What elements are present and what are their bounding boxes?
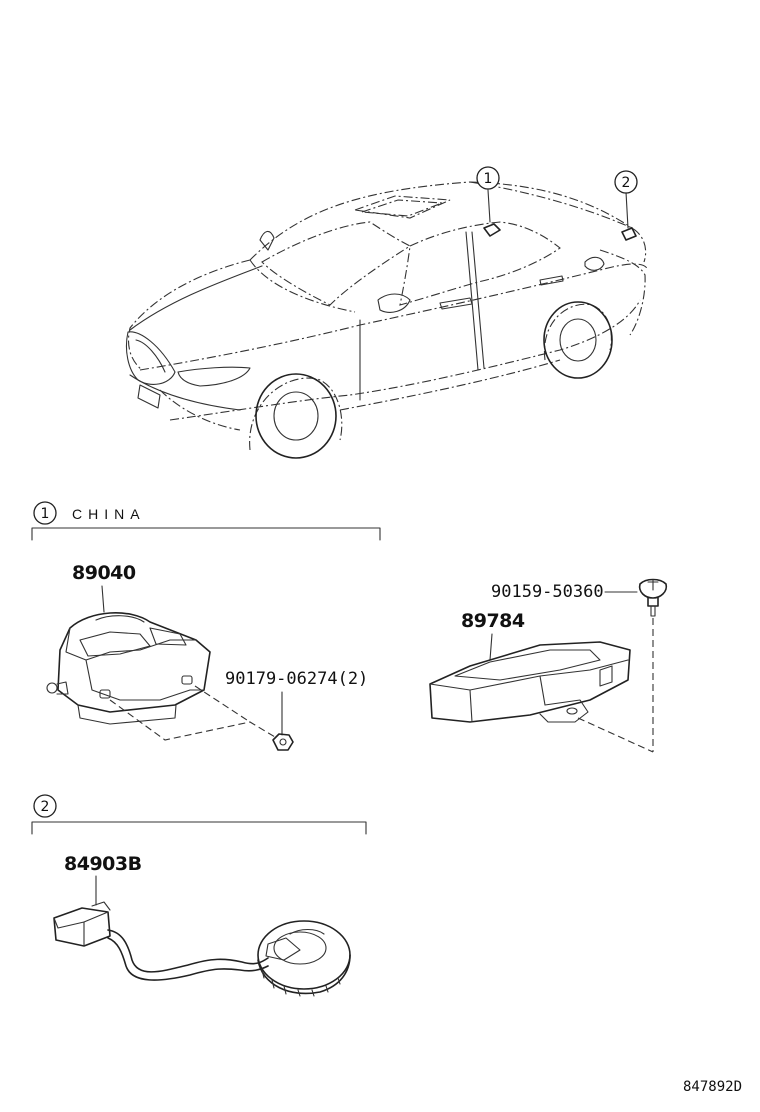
car-callout-2: 2 — [614, 170, 638, 194]
section-two-header: 2 — [31, 794, 367, 835]
svg-text:2: 2 — [41, 799, 50, 815]
module-89784: 89784 — [429, 610, 654, 753]
bolt-90159-50360: 90159-50360 — [491, 578, 668, 752]
svg-text:1: 1 — [41, 506, 50, 522]
harness-84903B: 84903B — [53, 853, 351, 997]
part-number-90179-06274: 90179-06274(2) — [225, 669, 368, 689]
car-illustration — [125, 181, 649, 459]
front-wheel — [249, 373, 343, 459]
nut-90179-06274: 90179-06274(2) — [225, 669, 368, 751]
part-number-84903B: 84903B — [64, 853, 142, 875]
diagram-reference-code: 847892D — [683, 1079, 742, 1095]
rear-wheel — [543, 301, 613, 379]
svg-text:1: 1 — [484, 171, 493, 187]
sensor-89040: 89040 — [46, 562, 276, 741]
region-label: CHINA — [72, 506, 146, 522]
section-china-header: 1 CHINA — [31, 501, 381, 541]
car-callout-1: 1 — [476, 166, 500, 190]
part-number-89040: 89040 — [72, 562, 136, 584]
part-number-90159-50360: 90159-50360 — [491, 582, 604, 602]
sensor-location-marker — [483, 223, 501, 237]
part-number-89784: 89784 — [461, 610, 525, 632]
harness-location-marker — [621, 227, 637, 241]
svg-text:2: 2 — [622, 175, 631, 191]
